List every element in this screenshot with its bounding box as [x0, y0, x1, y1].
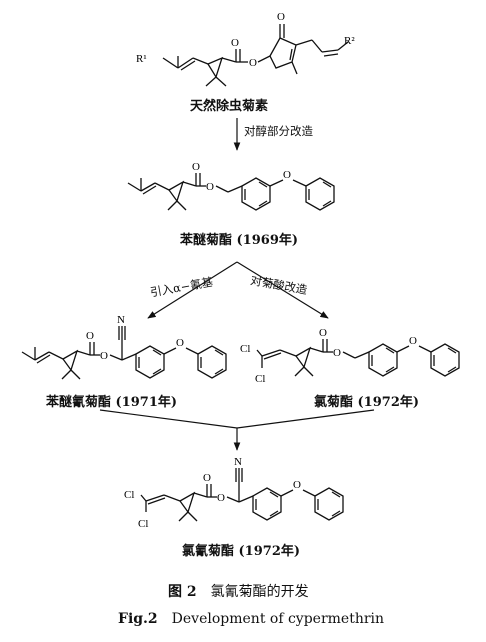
caption-en-text: Development of cypermethrin [171, 611, 385, 627]
permethrin-name: 氯菊酯 (1972年) [314, 395, 420, 410]
chloro-label-1: Cl [124, 489, 134, 501]
arrow-branch-left [147, 261, 238, 319]
nitrile-n-label: N [117, 314, 125, 326]
ketone-o-label: O [277, 11, 285, 23]
ester-o-label: O [333, 347, 341, 359]
arrow-branch-right [236, 261, 329, 319]
carbonyl-o-label: O [231, 37, 239, 49]
chloro-label-2: Cl [255, 373, 265, 385]
merge-lines [99, 409, 375, 429]
chloro-label-1: Cl [240, 343, 250, 355]
ester-o-label: O [249, 57, 257, 69]
carbonyl-o-label: O [192, 161, 200, 173]
caption-cn: 图 2 氯氰菊酯的开发 [168, 585, 309, 599]
carbonyl-o-label: O [203, 472, 211, 484]
ether-o-label: O [176, 337, 184, 349]
caption-en: Fig.2 Development of cypermethrin [118, 612, 384, 626]
pyrethrin-structure [162, 24, 349, 87]
pyrethrin-name: 天然除虫菊素 [190, 99, 269, 114]
caption-cn-label: 图 2 [168, 584, 197, 600]
ester-o-label: O [217, 492, 225, 504]
carbonyl-o-label: O [319, 327, 327, 339]
ester-o-label: O [100, 350, 108, 362]
nitrile-n-label: N [234, 456, 242, 468]
chloro-label-2: Cl [138, 518, 148, 530]
caption-en-label: Fig.2 [118, 611, 158, 627]
r1-label: R¹ [136, 53, 147, 65]
ester-o-label: O [206, 181, 214, 193]
step-alcohol-modification: 对醇部分改造 [244, 124, 313, 138]
caption-cn-text: 氯氰菊酯的开发 [210, 584, 309, 600]
cypermethrin-name: 氯氰菊酯 (1972年) [182, 544, 301, 559]
cypermethrin-structure [140, 468, 344, 522]
phenothrin-structure [127, 173, 335, 211]
cyphenothrin-name: 苯醚氰菊酯 (1971年) [46, 395, 178, 410]
carbonyl-o-label: O [86, 330, 94, 342]
phenothrin-name: 苯醚菊酯 (1969年) [180, 233, 299, 248]
ether-o-label: O [283, 169, 291, 181]
permethrin-structure [256, 339, 460, 377]
ether-o-label: O [293, 479, 301, 491]
ether-o-label: O [409, 335, 417, 347]
cyphenothrin-structure [21, 326, 227, 380]
r2-label: R² [344, 35, 355, 47]
